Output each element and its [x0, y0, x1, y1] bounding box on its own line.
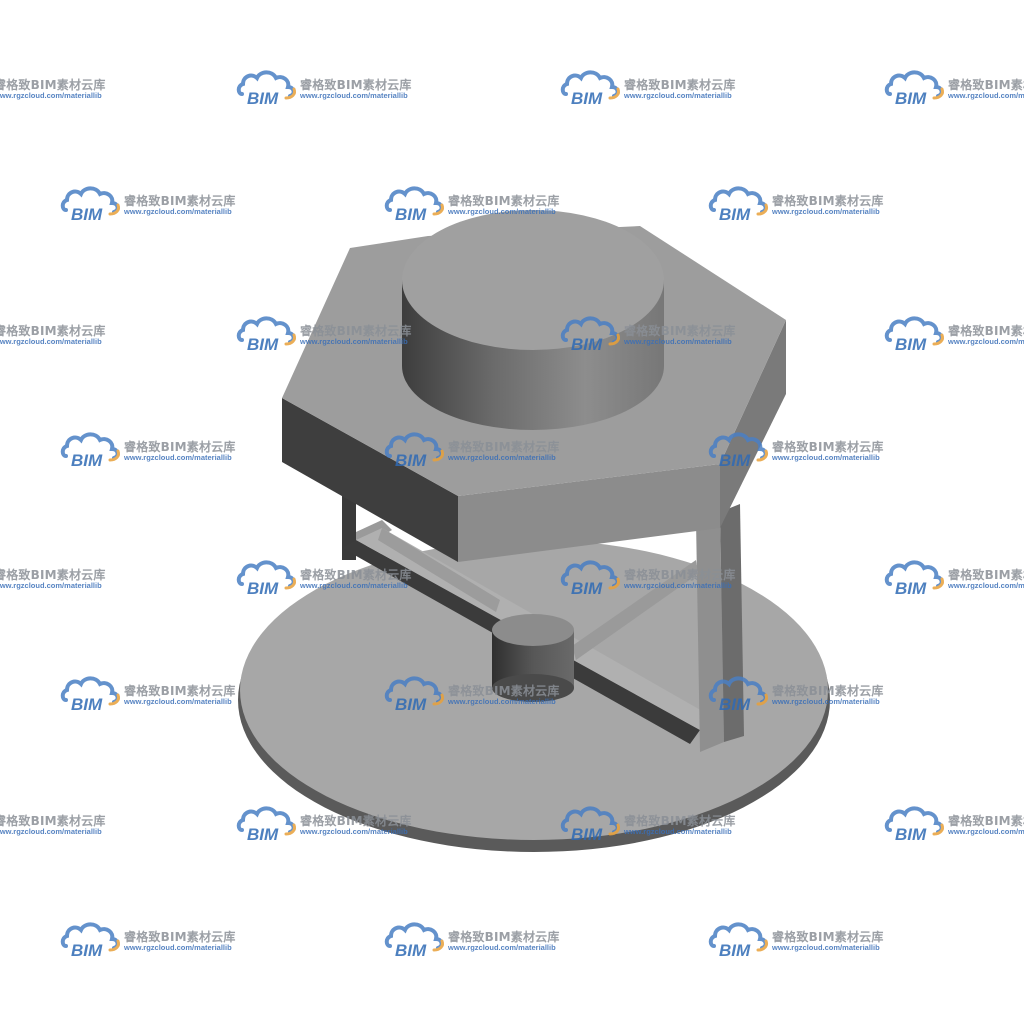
top-boss — [402, 210, 664, 430]
center-pin — [492, 614, 574, 702]
